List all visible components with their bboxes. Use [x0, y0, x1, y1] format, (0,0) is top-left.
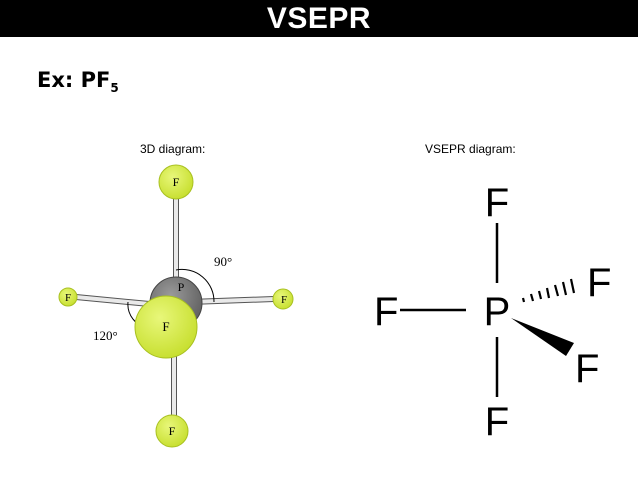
vsepr-f-dash: F — [587, 261, 611, 305]
vsepr-f-bottom: F — [485, 400, 509, 444]
bond-wedge — [511, 318, 574, 356]
label-f-left: F — [65, 292, 71, 304]
atom-f-left — [58, 287, 78, 307]
example-prefix: Ex: PF — [37, 68, 111, 92]
label-p: P — [178, 280, 185, 294]
vsepr-f-wedge: F — [575, 347, 599, 391]
caption-vsepr-diagram: VSEPR diagram: — [425, 142, 516, 156]
label-f-right: F — [281, 294, 287, 306]
three-d-diagram: F F F P F F 90° 120° — [58, 164, 294, 448]
vsepr-f-left: F — [374, 290, 398, 334]
bond-right — [189, 296, 275, 305]
atom-f-front — [134, 295, 198, 359]
caption-3d-diagram: 3D diagram: — [140, 142, 206, 156]
angle-label-90: 90° — [214, 254, 232, 269]
bond-dash-hashes — [521, 278, 576, 303]
title-bar: VSEPR — [0, 0, 638, 37]
label-f-top: F — [173, 175, 180, 189]
angle-label-120: 120° — [93, 328, 118, 343]
label-f-front: F — [162, 319, 169, 334]
angle-arc-90 — [175, 268, 215, 303]
example-subscript: 5 — [110, 81, 119, 96]
atom-f-bottom — [155, 414, 189, 448]
vsepr-p: P — [484, 290, 511, 334]
atom-f-top — [158, 164, 194, 200]
label-f-bottom: F — [169, 424, 176, 438]
page-title: VSEPR — [266, 1, 372, 35]
example-label: Ex: PF5 — [37, 68, 119, 95]
vsepr-diagram: F F P F F F — [374, 181, 611, 444]
atom-f-right — [272, 288, 294, 310]
vsepr-f-top: F — [485, 181, 509, 225]
